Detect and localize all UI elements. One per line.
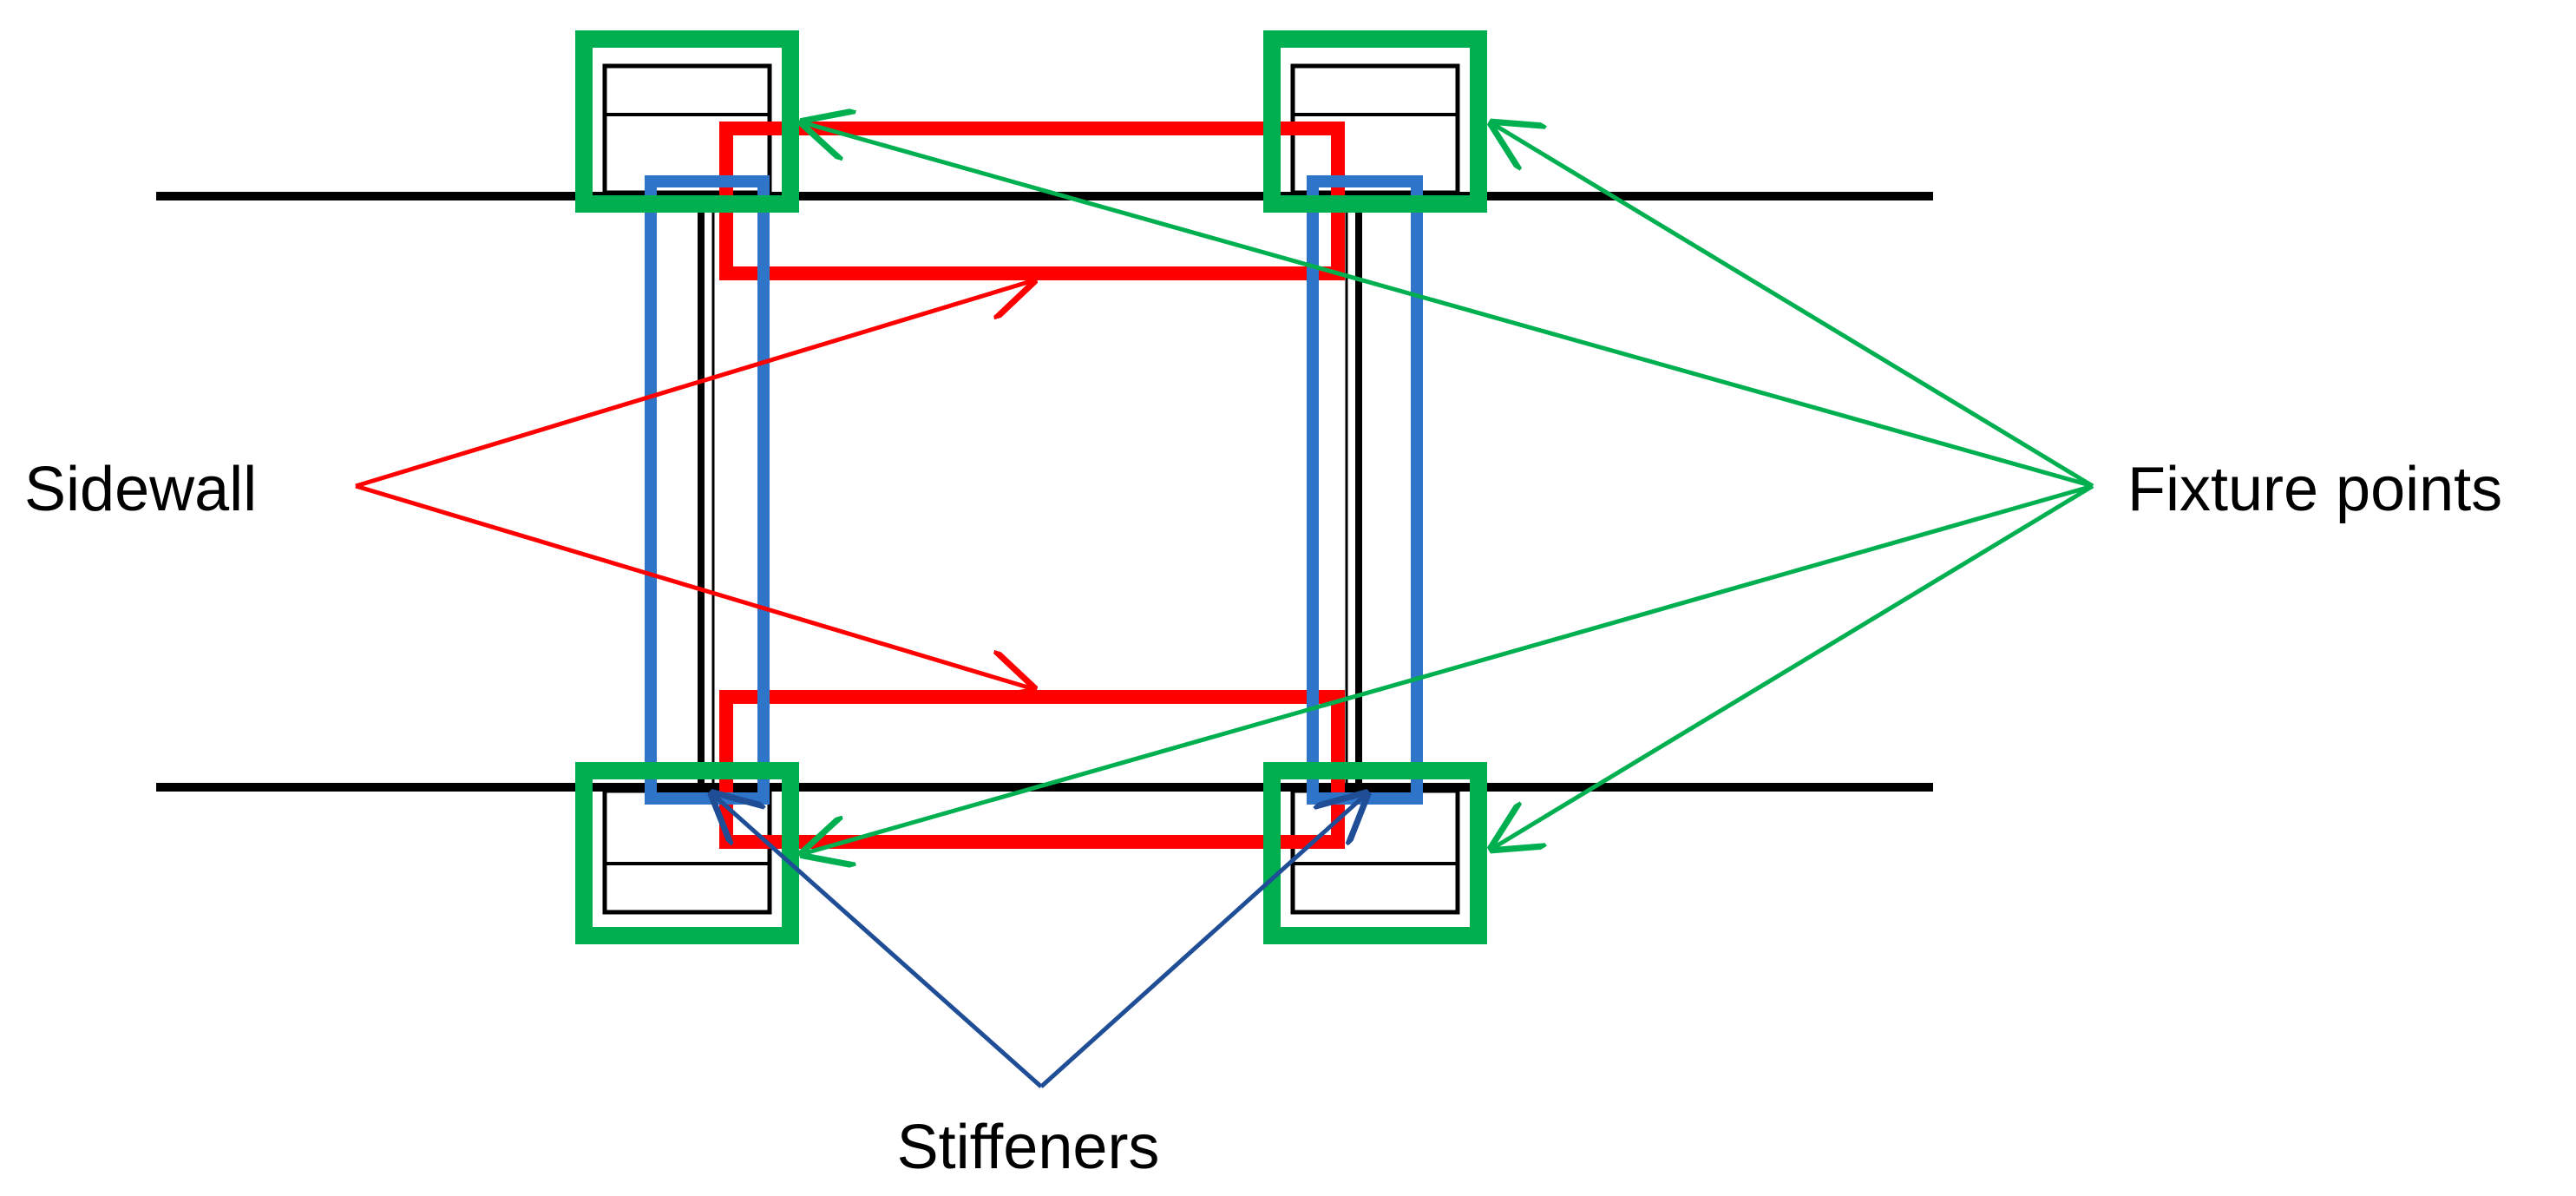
corner-blocks [602, 63, 1460, 915]
rails [156, 192, 1933, 792]
fixture-point-bottom-left [575, 762, 799, 944]
fixture-point-top-right [1263, 30, 1487, 213]
sidewalls [719, 122, 1345, 849]
sidewall-label: Sidewall [24, 455, 257, 524]
fixture-point-arrows [799, 122, 2094, 855]
posts [698, 196, 1362, 787]
fixture-points-label: Fixture points [2127, 455, 2502, 524]
stiffeners-label: Stiffeners [897, 1113, 1160, 1182]
sidewall-arrow-bottom [355, 483, 1037, 690]
fixture-arrow-bottom-right [1489, 483, 2094, 851]
fixture-arrow-top-right [1489, 122, 2094, 489]
stiffener-arrow-left [710, 792, 1043, 1088]
corner-block-bottom-left [602, 788, 772, 915]
sidewall-top [719, 122, 1345, 280]
sidewall-bottom [719, 690, 1345, 849]
fixture-points [575, 30, 1487, 944]
sidewall-arrow-top [355, 279, 1037, 489]
fixture-arrow-top-left [799, 122, 2094, 489]
fixture-point-top-left [575, 30, 799, 213]
stiffener-arrows [710, 792, 1369, 1088]
fixture-point-bottom-right [1263, 762, 1487, 944]
fixture-arrow-bottom-left [799, 483, 2094, 855]
stiffener-arrow-right [1039, 792, 1369, 1088]
corner-block-bottom-right [1290, 788, 1460, 915]
sidewall-arrows [355, 279, 1037, 690]
